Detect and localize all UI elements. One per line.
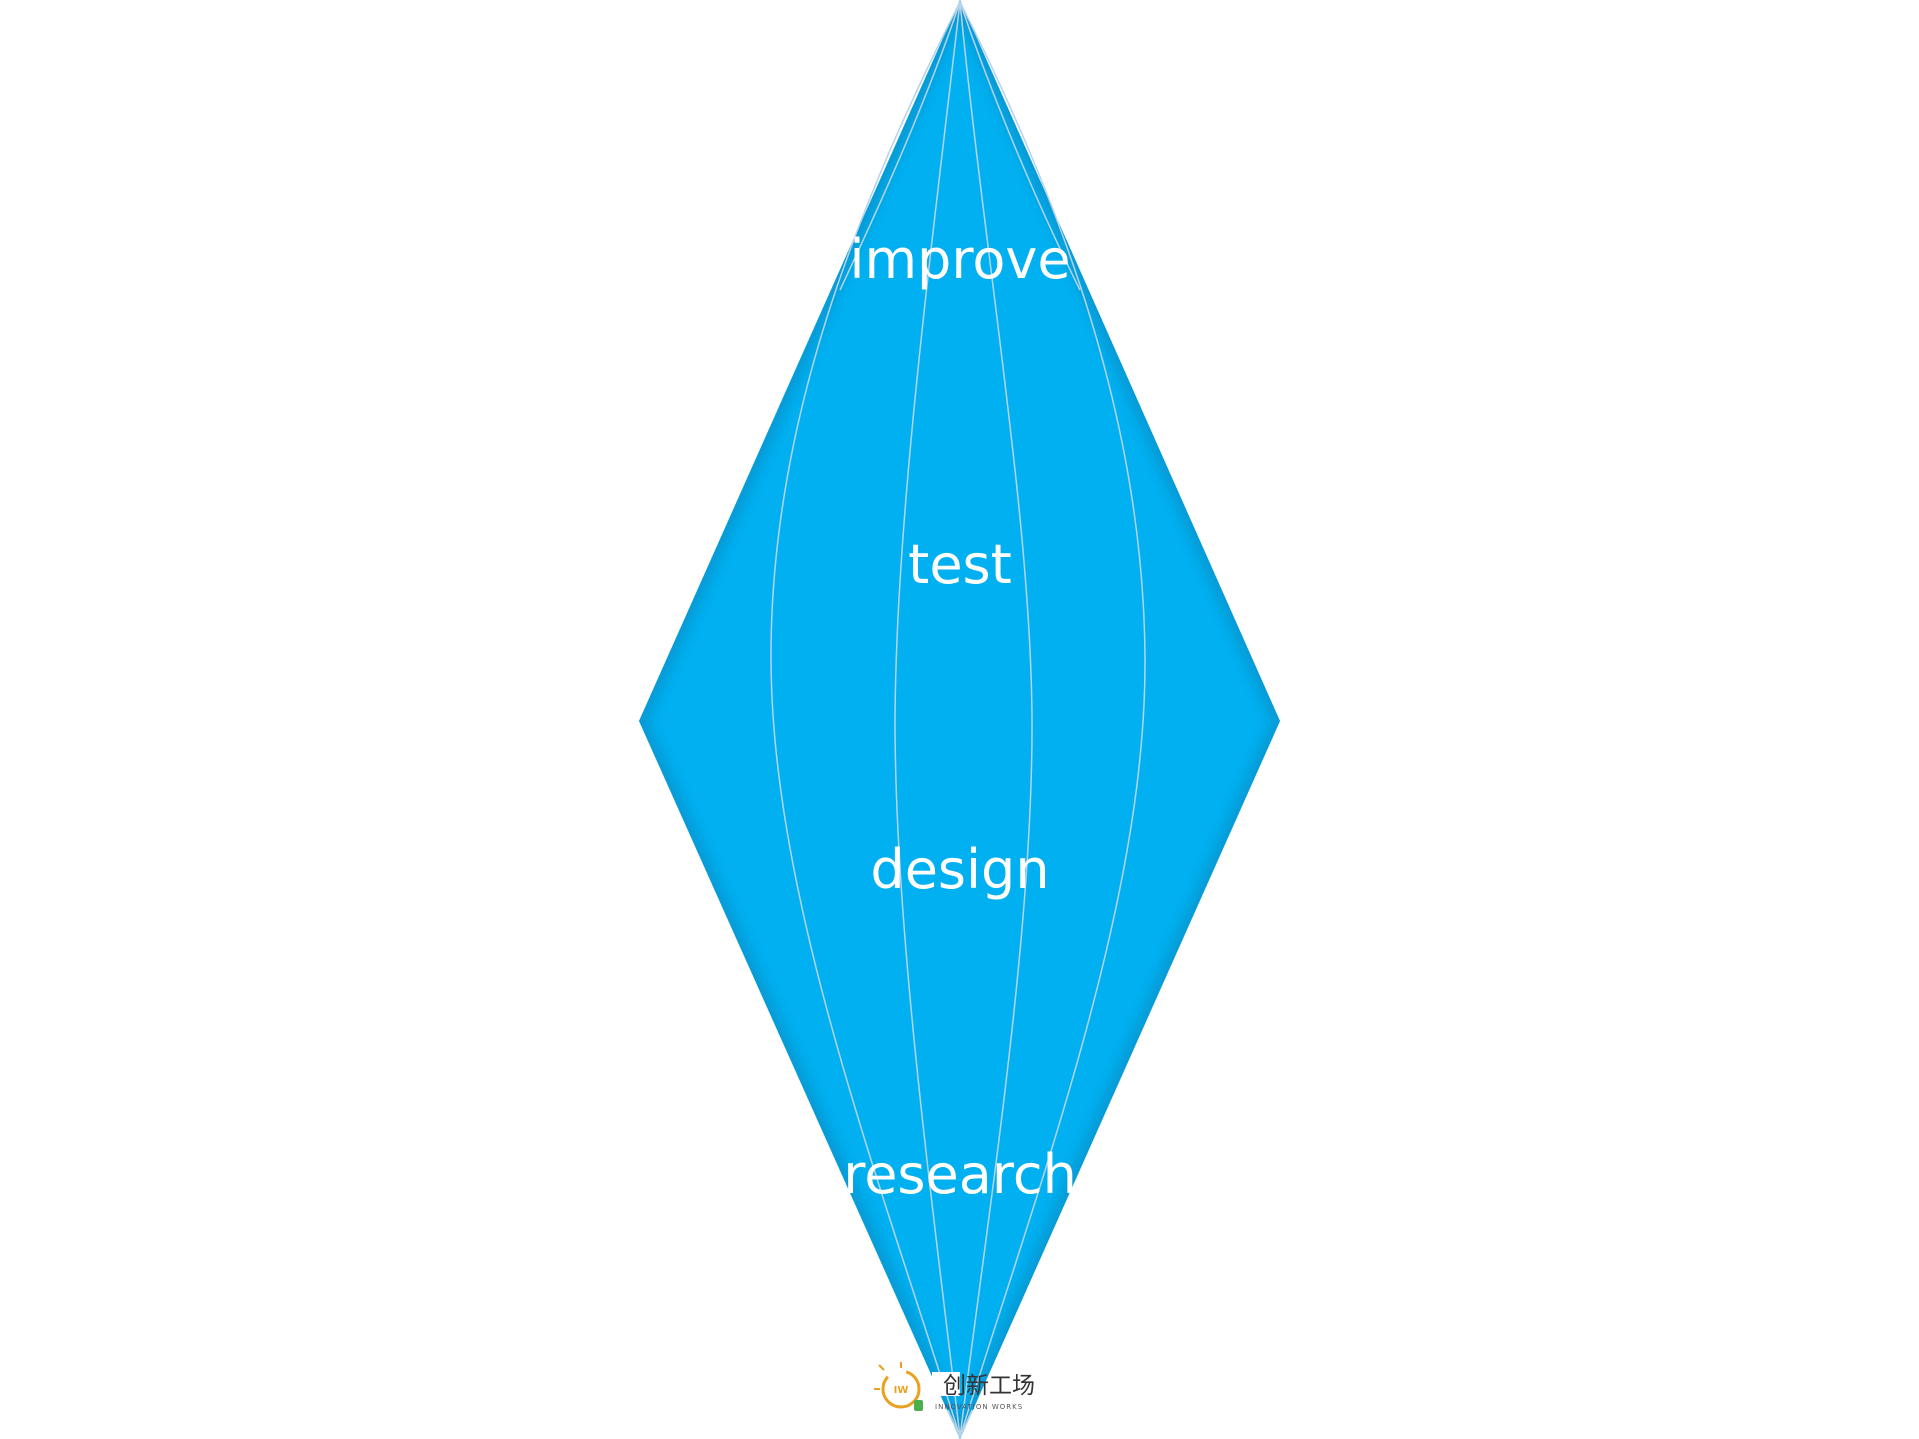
meridian-line — [839, 1, 961, 291]
logo-mark-text: IW — [894, 1385, 909, 1396]
diamond-shape — [639, 0, 1280, 1439]
logo-tagline: INNOVATION WORKS — [935, 1403, 1023, 1411]
meridian-lines — [770, 1, 1146, 1438]
meridian-line — [959, 1, 1146, 1438]
stage-label-improve: improve — [849, 228, 1070, 291]
meridian-line — [894, 1, 961, 1438]
meridian-line — [770, 1, 961, 1438]
meridian-line — [959, 1, 1033, 1438]
lightbulb-icon: IW — [874, 1362, 923, 1411]
innovation-works-logo: IW 创新工场 INNOVATION WORKS — [874, 1362, 1035, 1411]
stage-label-research: research — [843, 1143, 1077, 1206]
stage-label-test: test — [908, 533, 1012, 596]
stage-label-design: design — [870, 838, 1049, 901]
meridian-line — [959, 1, 1081, 291]
diamond-bottom-tip-lines — [947, 1409, 973, 1438]
logo-name: 创新工场 — [943, 1373, 1035, 1399]
